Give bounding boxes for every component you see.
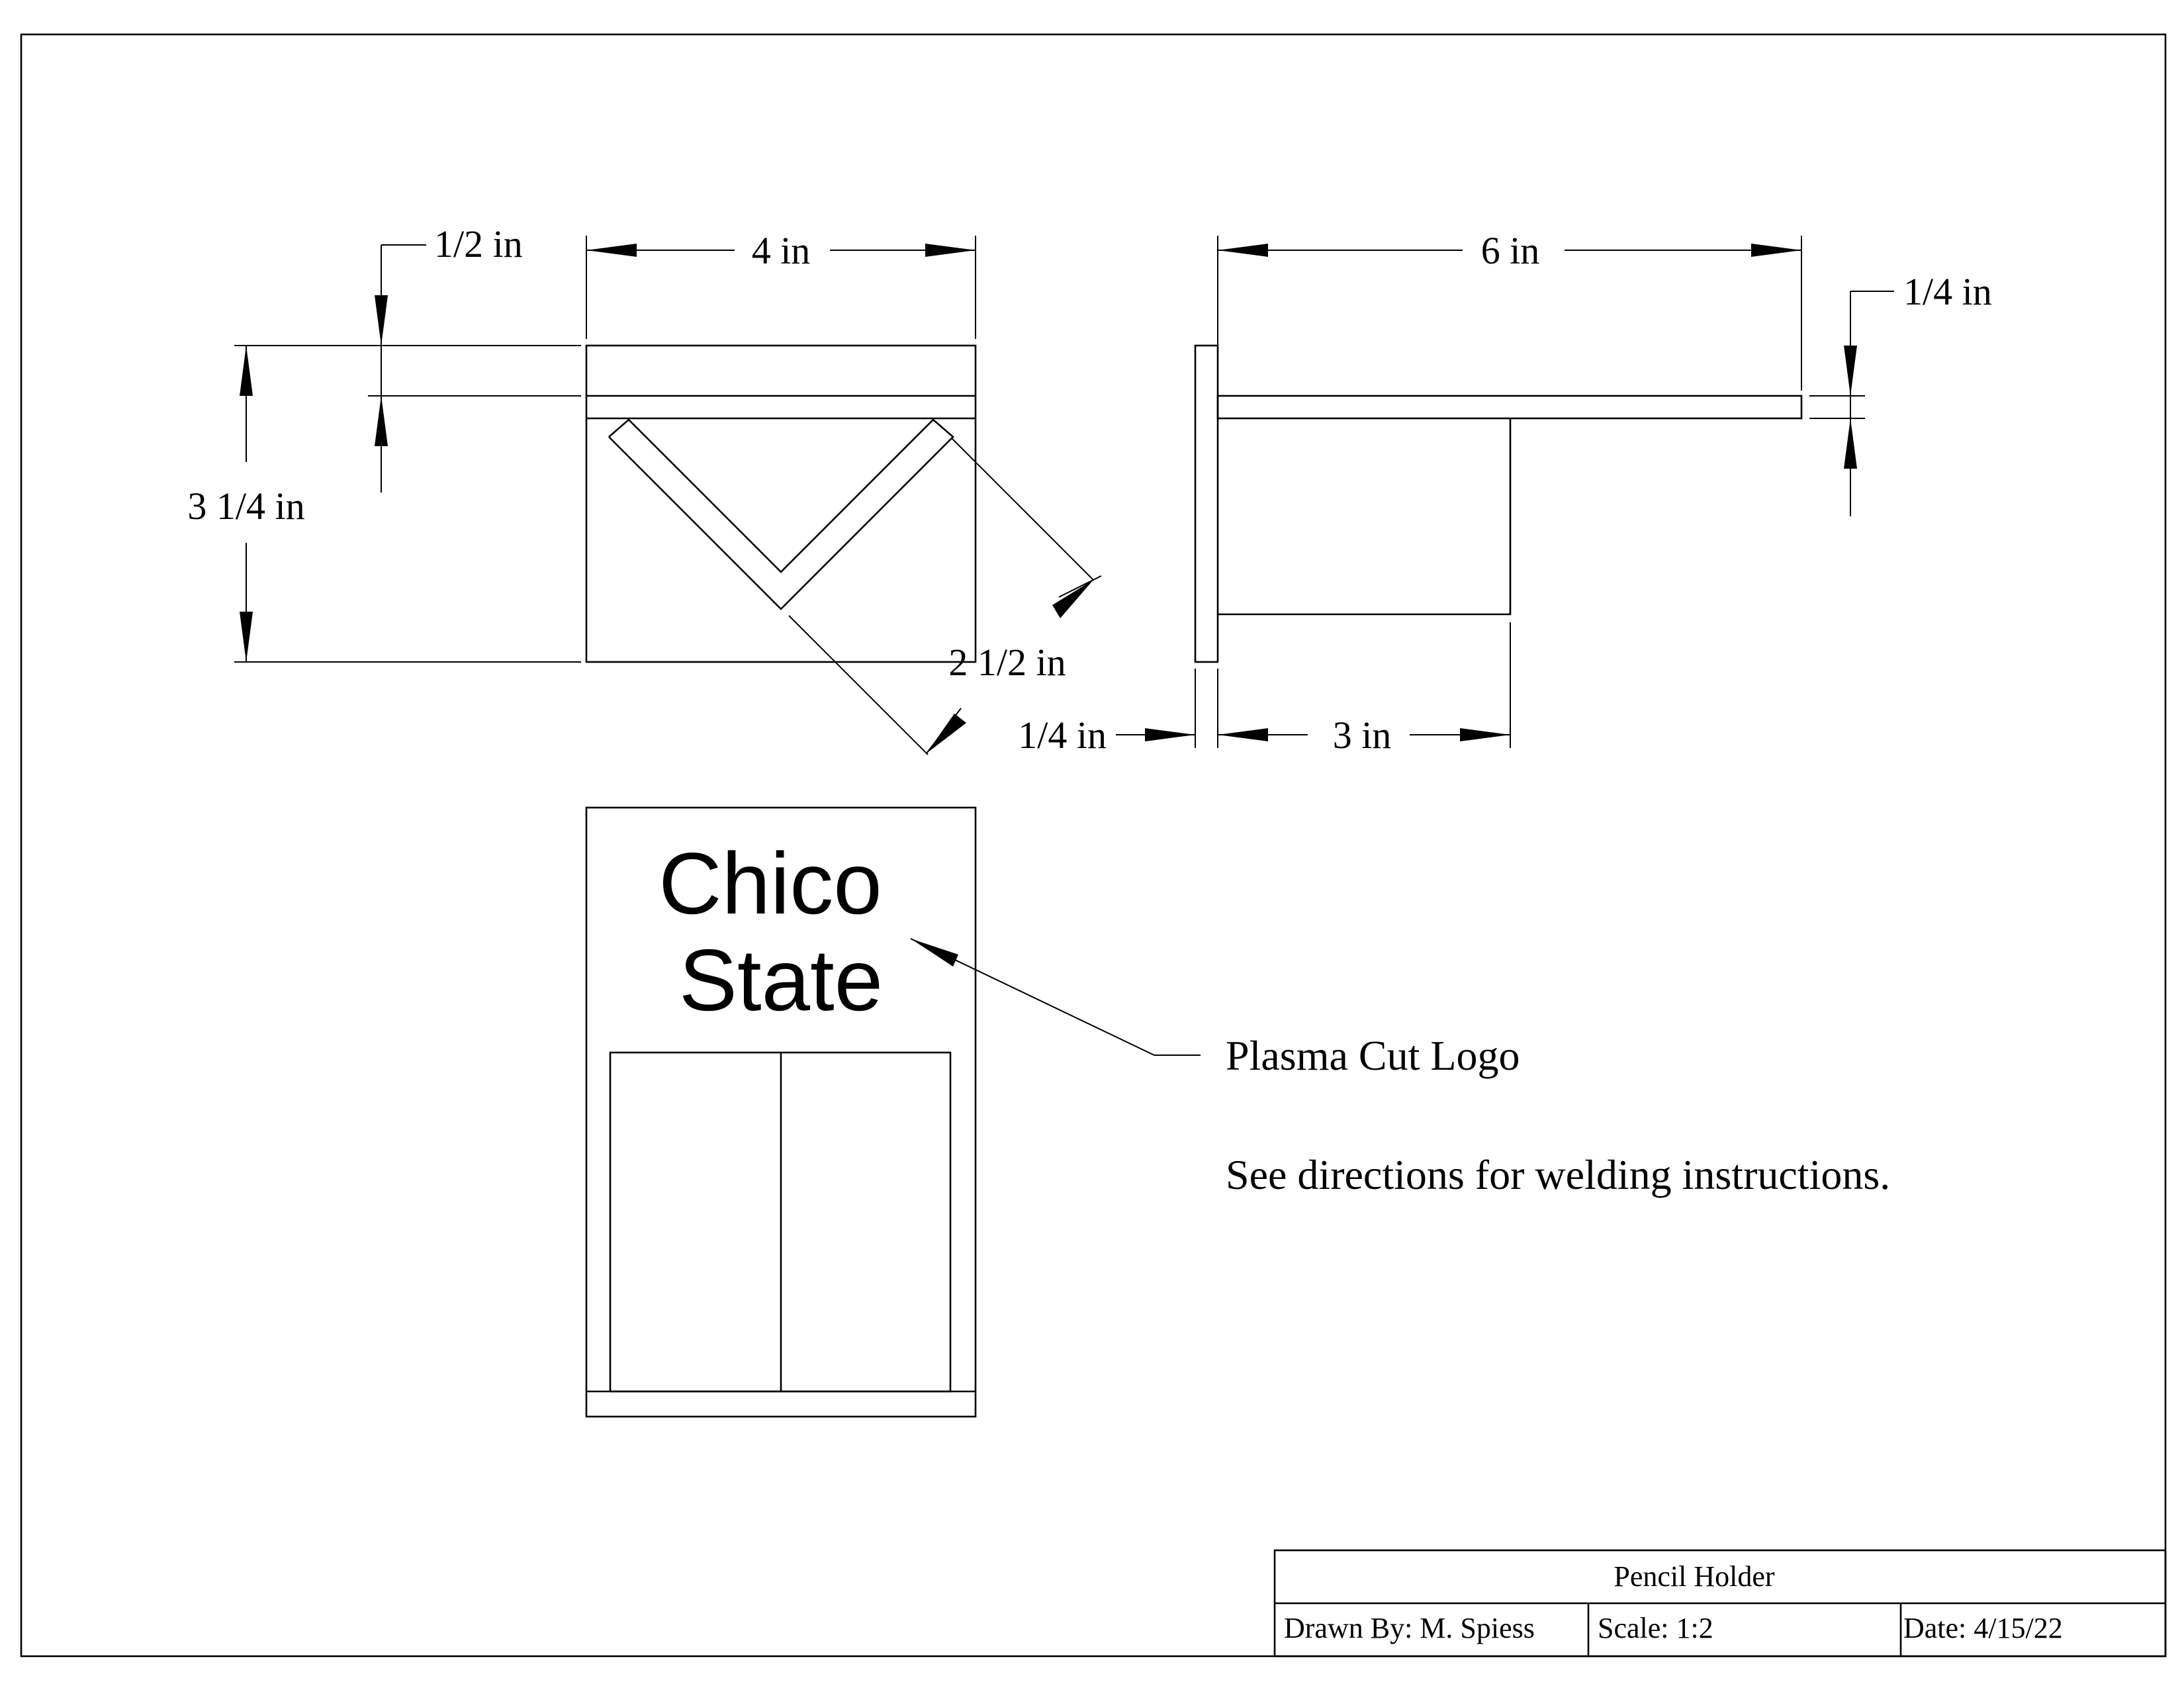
sheet-border [20,33,2167,1658]
dimension-label-2-half-in: 2 1/2 in [948,641,1066,684]
dimension-label-quarter-in-bottom: 1/4 in [1018,714,1107,757]
logo-callout: Plasma Cut Logo [910,938,1520,1079]
dimension-3-quarter-in: 3 1/4 in [187,345,581,663]
front-view [585,344,977,663]
welding-instructions-note: See directions for welding instructions. [1226,1151,1890,1198]
dimension-label-3-quarter-in: 3 1/4 in [187,485,304,528]
dimension-6in: 6 in [1217,229,1802,391]
side-view-top-shelf [1216,395,1803,420]
dimension-label-quarter-in-right: 1/4 in [1903,270,1992,313]
logo-text-line1: Chico [659,835,882,932]
logo-text-line2: State [679,931,883,1029]
dimension-quarter-in-bottom: 1/4 in [1018,669,1218,757]
front-view-outline [585,344,977,663]
side-view-back-plate [1194,344,1219,663]
dimension-label-6in: 6 in [1481,229,1540,272]
back-plate-view: Chico State [585,806,977,1418]
dimension-4in: 4 in [586,229,976,339]
dimension-label-4in: 4 in [752,229,811,272]
dimension-2-half-in: 2 1/2 in [788,438,1102,755]
title-block-title: Pencil Holder [1614,1560,1775,1593]
title-block: Pencil Holder Drawn By: M. Spiess Scale:… [1273,1549,2167,1658]
v-holder-slot [608,418,954,610]
dimension-label-3in: 3 in [1333,714,1392,757]
logo-callout-label: Plasma Cut Logo [1226,1032,1520,1079]
title-block-date: Date: 4/15/22 [1903,1612,2063,1644]
dimension-3in: 3 in [1218,622,1511,757]
dimension-label-half-in: 1/2 in [434,222,523,265]
title-block-scale: Scale: 1:2 [1598,1612,1713,1644]
side-view-holder [1218,418,1512,616]
back-plate-outline [585,806,977,1418]
title-block-drawn-by: Drawn By: M. Spiess [1284,1612,1535,1644]
dimension-quarter-in-right: 1/4 in [1809,270,1992,516]
dimension-half-in: 1/2 in [368,222,581,492]
side-view [1194,344,1803,663]
